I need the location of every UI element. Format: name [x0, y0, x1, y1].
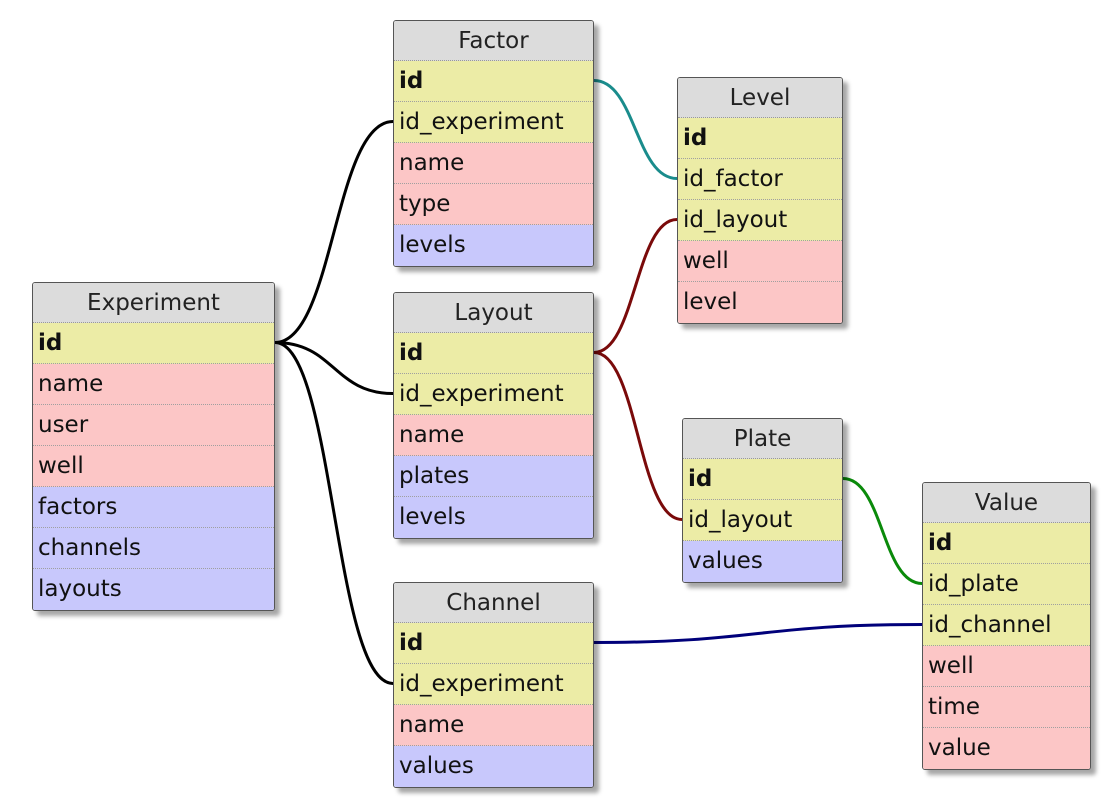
link-layout-id-to-plate-id_layout — [593, 351, 683, 521]
link-layout-id-to-level-id_layout — [593, 218, 678, 354]
field-time: time — [923, 687, 1090, 728]
field-id-layout: id_layout — [683, 500, 842, 541]
table-title: Value — [923, 483, 1090, 523]
field-id: id — [394, 61, 593, 102]
table-title: Layout — [394, 293, 593, 333]
link-experiment-id-to-factor-id_experiment — [274, 120, 394, 344]
field-id: id — [394, 333, 593, 374]
link-factor-id-to-level-id_factor — [593, 79, 678, 180]
field-id: id — [678, 118, 842, 159]
field-id: id — [33, 323, 274, 364]
field-layouts: layouts — [33, 569, 274, 610]
field-levels: levels — [394, 225, 593, 266]
table-title: Experiment — [33, 283, 274, 323]
field-well: well — [33, 446, 274, 487]
field-id-factor: id_factor — [678, 159, 842, 200]
field-well: well — [923, 646, 1090, 687]
field-values: values — [683, 541, 842, 582]
link-channel-id-to-value-id_channel — [593, 623, 923, 644]
field-id-experiment: id_experiment — [394, 374, 593, 415]
field-channels: channels — [33, 528, 274, 569]
table-title: Level — [678, 78, 842, 118]
field-id-layout: id_layout — [678, 200, 842, 241]
table-experiment[interactable]: Experiment id name user well factors cha… — [32, 282, 275, 611]
field-well: well — [678, 241, 842, 282]
table-level[interactable]: Level id id_factor id_layout well level — [677, 77, 843, 324]
field-id-experiment: id_experiment — [394, 664, 593, 705]
field-plates: plates — [394, 456, 593, 497]
field-levels: levels — [394, 497, 593, 538]
table-title: Channel — [394, 583, 593, 623]
field-name: name — [33, 364, 274, 405]
link-experiment-id-to-layout-id_experiment — [274, 341, 394, 395]
field-values: values — [394, 746, 593, 787]
field-name: name — [394, 143, 593, 184]
table-value[interactable]: Value id id_plate id_channel well time v… — [922, 482, 1091, 770]
field-id: id — [394, 623, 593, 664]
link-experiment-id-to-channel-id_experiment — [274, 341, 394, 685]
table-factor[interactable]: Factor id id_experiment name type levels — [393, 20, 594, 267]
field-type: type — [394, 184, 593, 225]
field-value: value — [923, 728, 1090, 769]
table-plate[interactable]: Plate id id_layout values — [682, 418, 843, 583]
field-id-channel: id_channel — [923, 605, 1090, 646]
table-layout[interactable]: Layout id id_experiment name plates leve… — [393, 292, 594, 539]
field-user: user — [33, 405, 274, 446]
field-id-plate: id_plate — [923, 564, 1090, 605]
table-title: Factor — [394, 21, 593, 61]
field-id: id — [923, 523, 1090, 564]
table-channel[interactable]: Channel id id_experiment name values — [393, 582, 594, 788]
link-plate-id-to-value-id_plate — [842, 477, 923, 585]
field-name: name — [394, 705, 593, 746]
field-level: level — [678, 282, 842, 323]
table-title: Plate — [683, 419, 842, 459]
field-name: name — [394, 415, 593, 456]
field-id: id — [683, 459, 842, 500]
field-factors: factors — [33, 487, 274, 528]
field-id-experiment: id_experiment — [394, 102, 593, 143]
